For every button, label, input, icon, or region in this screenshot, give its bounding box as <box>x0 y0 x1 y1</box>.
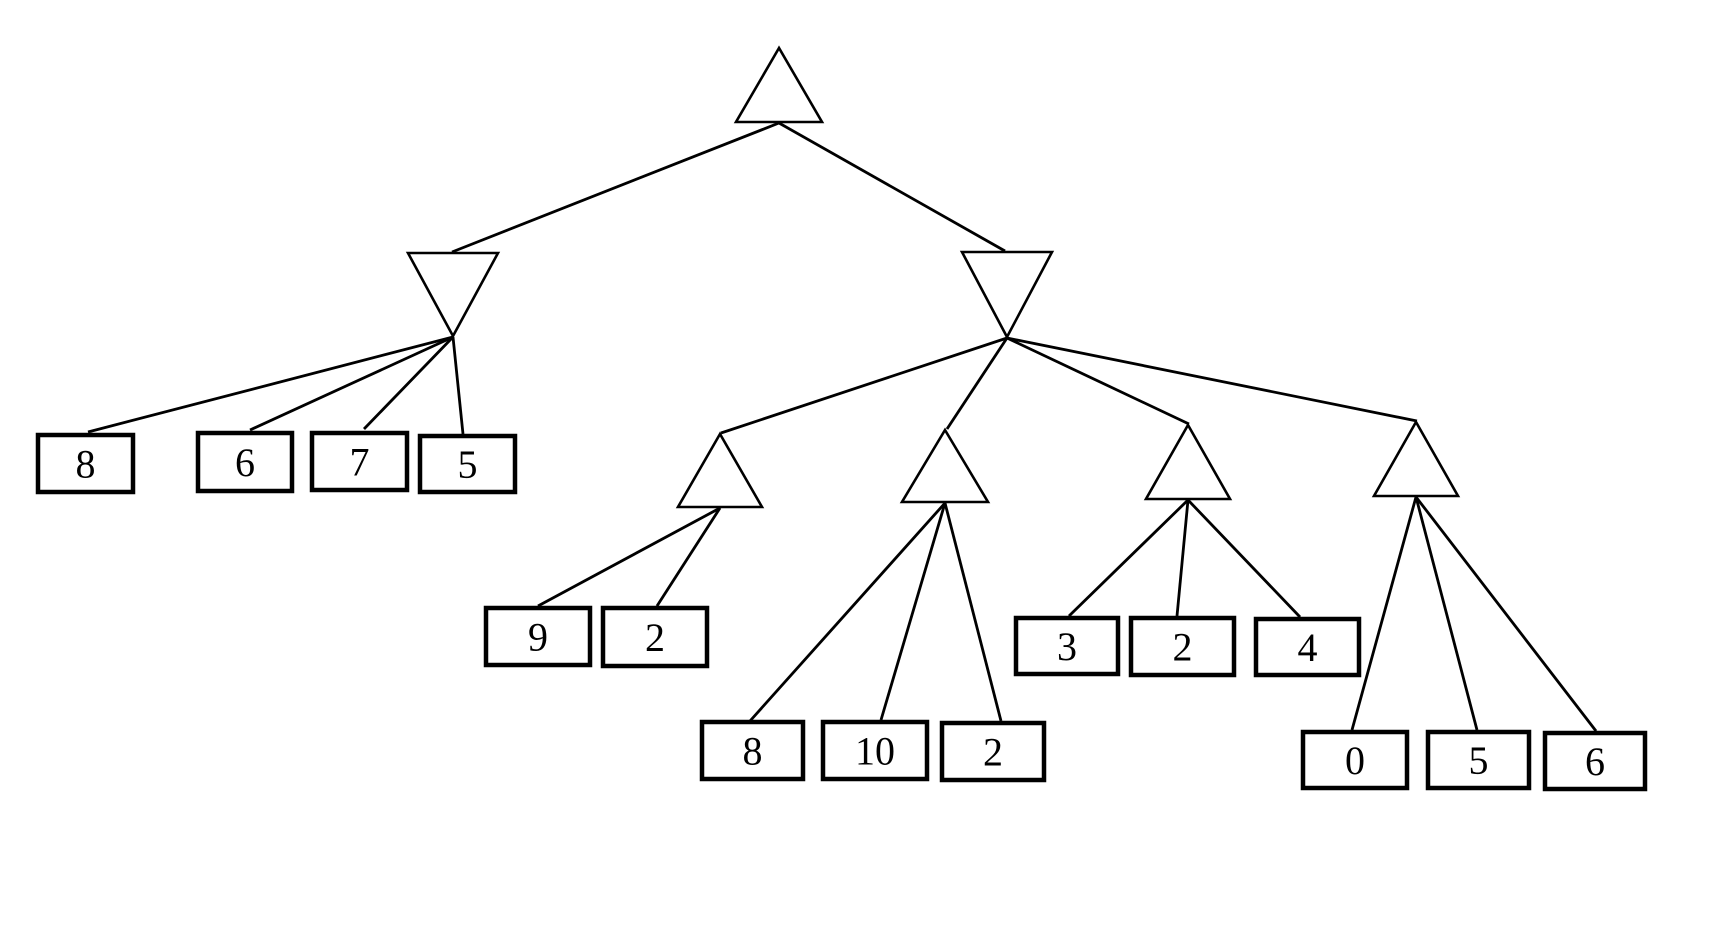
leaf-box <box>600 605 710 669</box>
leaf-value: 6 <box>235 440 255 485</box>
leaf-box <box>417 433 518 495</box>
leaf-box <box>820 719 930 782</box>
leaf-box <box>1425 729 1532 791</box>
max-triangle-node-max-sub-4 <box>1371 419 1461 498</box>
leaf-value: 10 <box>855 729 895 774</box>
leaf-node: 4 <box>1253 616 1362 678</box>
leaf-node: 5 <box>1425 729 1532 791</box>
leaf-box <box>483 605 593 668</box>
leaf-value: 5 <box>458 442 478 487</box>
leaf-value: 6 <box>1585 739 1605 784</box>
tree-edge-max-sub-3-to-leaf-4 <box>1186 499 1302 618</box>
leaf-node: 5 <box>417 433 518 495</box>
tree-edge-max-sub-4-to-leaf-6b <box>1414 496 1598 732</box>
tree-edge-min-right-to-max-sub-4 <box>1006 336 1418 423</box>
max-triangle-node-max-sub-1 <box>675 431 765 509</box>
tree-edge-min-left-to-leaf-7 <box>362 336 455 430</box>
leaf-box <box>309 430 410 493</box>
leaf-box <box>1253 616 1362 678</box>
tree-edge-max-sub-3-to-leaf-3 <box>1068 498 1189 618</box>
leaf-node: 7 <box>309 430 410 493</box>
leaf-box <box>1013 615 1121 677</box>
leaf-value: 2 <box>983 730 1003 775</box>
leaf-node: 2 <box>600 605 710 669</box>
leaf-box <box>699 719 806 782</box>
leaf-value: 9 <box>528 615 548 660</box>
tree-edge-root-to-min-right <box>778 121 1006 253</box>
leaf-node: 0 <box>1300 729 1410 791</box>
tree-edge-max-sub-2-to-leaf-2b <box>943 502 1003 722</box>
tree-edge-root-to-min-left <box>451 121 780 254</box>
max-triangle-node-root <box>733 45 825 124</box>
leaf-value: 2 <box>1173 625 1193 670</box>
tree-edge-min-right-to-max-sub-2 <box>945 337 1009 430</box>
leaf-box <box>35 432 136 495</box>
tree-edge-max-sub-4-to-leaf-0 <box>1350 496 1418 731</box>
tree-edge-max-sub-1-to-leaf-2a <box>655 507 722 607</box>
min-triangle-node-min-left <box>405 251 501 339</box>
leaf-box <box>1542 730 1648 792</box>
leaf-value: 3 <box>1057 624 1077 669</box>
tree-edge-min-right-to-max-sub-1 <box>720 336 1008 435</box>
leaf-node: 8 <box>35 432 136 495</box>
leaf-node: 3 <box>1013 615 1121 677</box>
tree-edge-max-sub-4-to-leaf-5b <box>1414 496 1479 731</box>
leaf-value: 8 <box>743 729 763 774</box>
leaf-box <box>1300 729 1410 791</box>
leaf-value: 0 <box>1345 738 1365 783</box>
leaf-box <box>195 430 295 494</box>
leaf-box <box>1128 615 1237 678</box>
min-triangle-node-min-right <box>959 250 1055 340</box>
leaf-node: 10 <box>820 719 930 782</box>
max-triangle-node-max-sub-3 <box>1143 422 1233 501</box>
leaf-value: 8 <box>76 442 96 487</box>
leaf-node: 2 <box>1128 615 1237 678</box>
leaf-node: 6 <box>195 430 295 494</box>
max-triangle-node-max-sub-2 <box>899 427 991 504</box>
tree-edge-max-sub-2-to-leaf-10 <box>879 502 947 721</box>
tree-edge-max-sub-3-to-leaf-2c <box>1175 499 1190 617</box>
leaf-value: 5 <box>1469 738 1489 783</box>
leaf-value: 7 <box>350 440 370 485</box>
leaf-node: 6 <box>1542 730 1648 792</box>
tree-edge-min-right-to-max-sub-3 <box>1006 336 1190 426</box>
leaf-node: 2 <box>939 720 1047 783</box>
leaf-value: 2 <box>645 615 665 660</box>
tree-edge-max-sub-1-to-leaf-9 <box>537 506 721 608</box>
tree-edge-min-left-to-leaf-8a <box>87 335 454 434</box>
tree-edge-min-left-to-leaf-5a <box>451 336 465 435</box>
leaf-value: 4 <box>1298 625 1318 670</box>
leaf-node: 9 <box>483 605 593 668</box>
tree-edge-min-left-to-leaf-6a <box>249 335 454 432</box>
leaf-box <box>939 720 1047 783</box>
leaf-node: 8 <box>699 719 806 782</box>
tree-edge-max-sub-2-to-leaf-8b <box>748 502 947 722</box>
